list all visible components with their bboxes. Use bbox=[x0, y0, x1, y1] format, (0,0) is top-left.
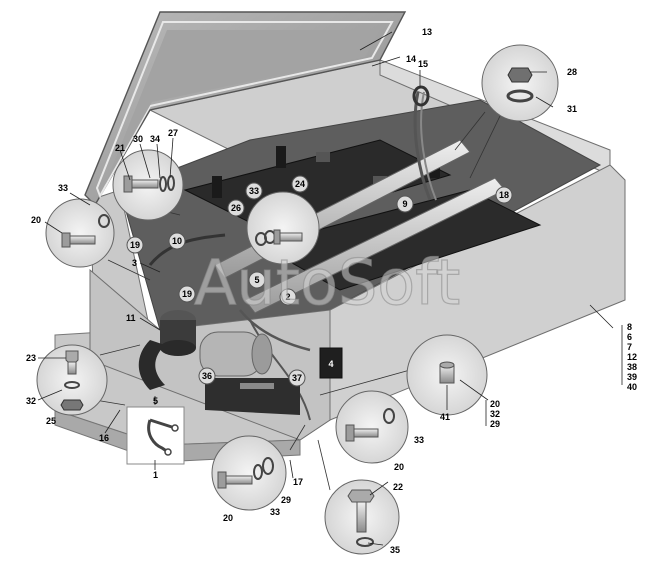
callout-21: 21 bbox=[115, 143, 125, 153]
svg-text:37: 37 bbox=[292, 373, 302, 383]
side-number-list: 8 6 7 12 38 39 40 bbox=[621, 322, 637, 392]
callout-34: 34 bbox=[150, 134, 160, 144]
callout-33-bottom: 33 bbox=[270, 507, 280, 517]
callout-29-right: 29 bbox=[490, 419, 500, 429]
callout-20-mid: 20 bbox=[394, 462, 404, 472]
tag-4: 4 bbox=[328, 359, 333, 369]
tag-9: 9 bbox=[396, 195, 414, 213]
side-list-item: 6 bbox=[627, 332, 632, 342]
callout-32-left: 32 bbox=[26, 396, 36, 406]
svg-text:33: 33 bbox=[249, 186, 259, 196]
side-list-item: 8 bbox=[627, 322, 632, 332]
leader-lines bbox=[37, 31, 614, 546]
svg-text:26: 26 bbox=[231, 203, 241, 213]
battery-rear bbox=[183, 139, 452, 231]
tag-26: 26 bbox=[227, 199, 245, 217]
callout-20-left: 20 bbox=[31, 215, 41, 225]
callout-11: 11 bbox=[126, 313, 136, 323]
callout-23: 23 bbox=[26, 353, 36, 363]
callout-15: 15 bbox=[418, 59, 428, 69]
tag-19-upper: 19 bbox=[126, 236, 144, 254]
side-list-item: 39 bbox=[627, 372, 637, 382]
callout-3: 3 bbox=[132, 258, 137, 268]
tag-24: 24 bbox=[291, 175, 309, 193]
svg-text:4: 4 bbox=[328, 359, 333, 369]
tag-19-lower: 19 bbox=[178, 285, 196, 303]
callout-14: 14 bbox=[406, 54, 416, 64]
tag-2: 2 bbox=[279, 288, 297, 306]
watermark: AutoSoft bbox=[194, 246, 460, 319]
side-list-item: 40 bbox=[627, 382, 637, 392]
svg-text:18: 18 bbox=[499, 190, 509, 200]
side-list-item: 12 bbox=[627, 352, 637, 362]
callout-25: 25 bbox=[46, 416, 56, 426]
callout-22: 22 bbox=[393, 482, 403, 492]
tag-18: 18 bbox=[495, 186, 513, 204]
detail-circle-washer-nut bbox=[454, 44, 559, 179]
callout-28: 28 bbox=[567, 67, 577, 77]
detail-circle-bolt-bottom-left bbox=[211, 424, 306, 511]
callout-29-bottom: 29 bbox=[281, 495, 291, 505]
svg-text:2: 2 bbox=[285, 292, 290, 302]
callout-41: 41 bbox=[440, 412, 450, 422]
callout-33-mid: 33 bbox=[414, 435, 424, 445]
svg-text:5: 5 bbox=[254, 275, 259, 285]
callout-17: 17 bbox=[293, 477, 303, 487]
callout-27: 27 bbox=[168, 128, 178, 138]
svg-text:24: 24 bbox=[295, 179, 305, 189]
tag-10: 10 bbox=[168, 232, 186, 250]
detail-circle-bolt-bottom bbox=[317, 439, 400, 555]
callout-5-lower: 5 bbox=[153, 396, 158, 406]
tag-5-upper: 5 bbox=[248, 271, 266, 289]
cable-bracket-inset bbox=[126, 406, 185, 465]
callout-20-right: 20 bbox=[490, 399, 500, 409]
detail-circle-bolt-upper-left bbox=[112, 149, 184, 221]
callout-13: 13 bbox=[422, 27, 432, 37]
callout-16: 16 bbox=[99, 433, 109, 443]
detail-circle-bolt-washer-lower-left bbox=[36, 344, 141, 416]
callout-32-right: 32 bbox=[490, 409, 500, 419]
callout-35: 35 bbox=[390, 545, 400, 555]
tag-36: 36 bbox=[198, 367, 216, 385]
callout-31: 31 bbox=[567, 104, 577, 114]
svg-text:9: 9 bbox=[402, 199, 407, 209]
detail-circle-bolt-mid bbox=[335, 390, 409, 464]
svg-text:10: 10 bbox=[172, 236, 182, 246]
svg-text:19: 19 bbox=[130, 240, 140, 250]
svg-text:19: 19 bbox=[182, 289, 192, 299]
side-list-item: 38 bbox=[627, 362, 637, 372]
callout-20-bottom: 20 bbox=[223, 513, 233, 523]
callout-30: 30 bbox=[133, 134, 143, 144]
svg-text:36: 36 bbox=[202, 371, 212, 381]
callout-1: 1 bbox=[153, 470, 158, 480]
tag-33-center: 33 bbox=[245, 182, 263, 200]
callout-33-left: 33 bbox=[58, 183, 68, 193]
detail-circle-bolt-center bbox=[246, 191, 320, 265]
side-list-item: 7 bbox=[627, 342, 632, 352]
tag-37: 37 bbox=[288, 369, 306, 387]
detail-circle-stud bbox=[319, 334, 488, 416]
